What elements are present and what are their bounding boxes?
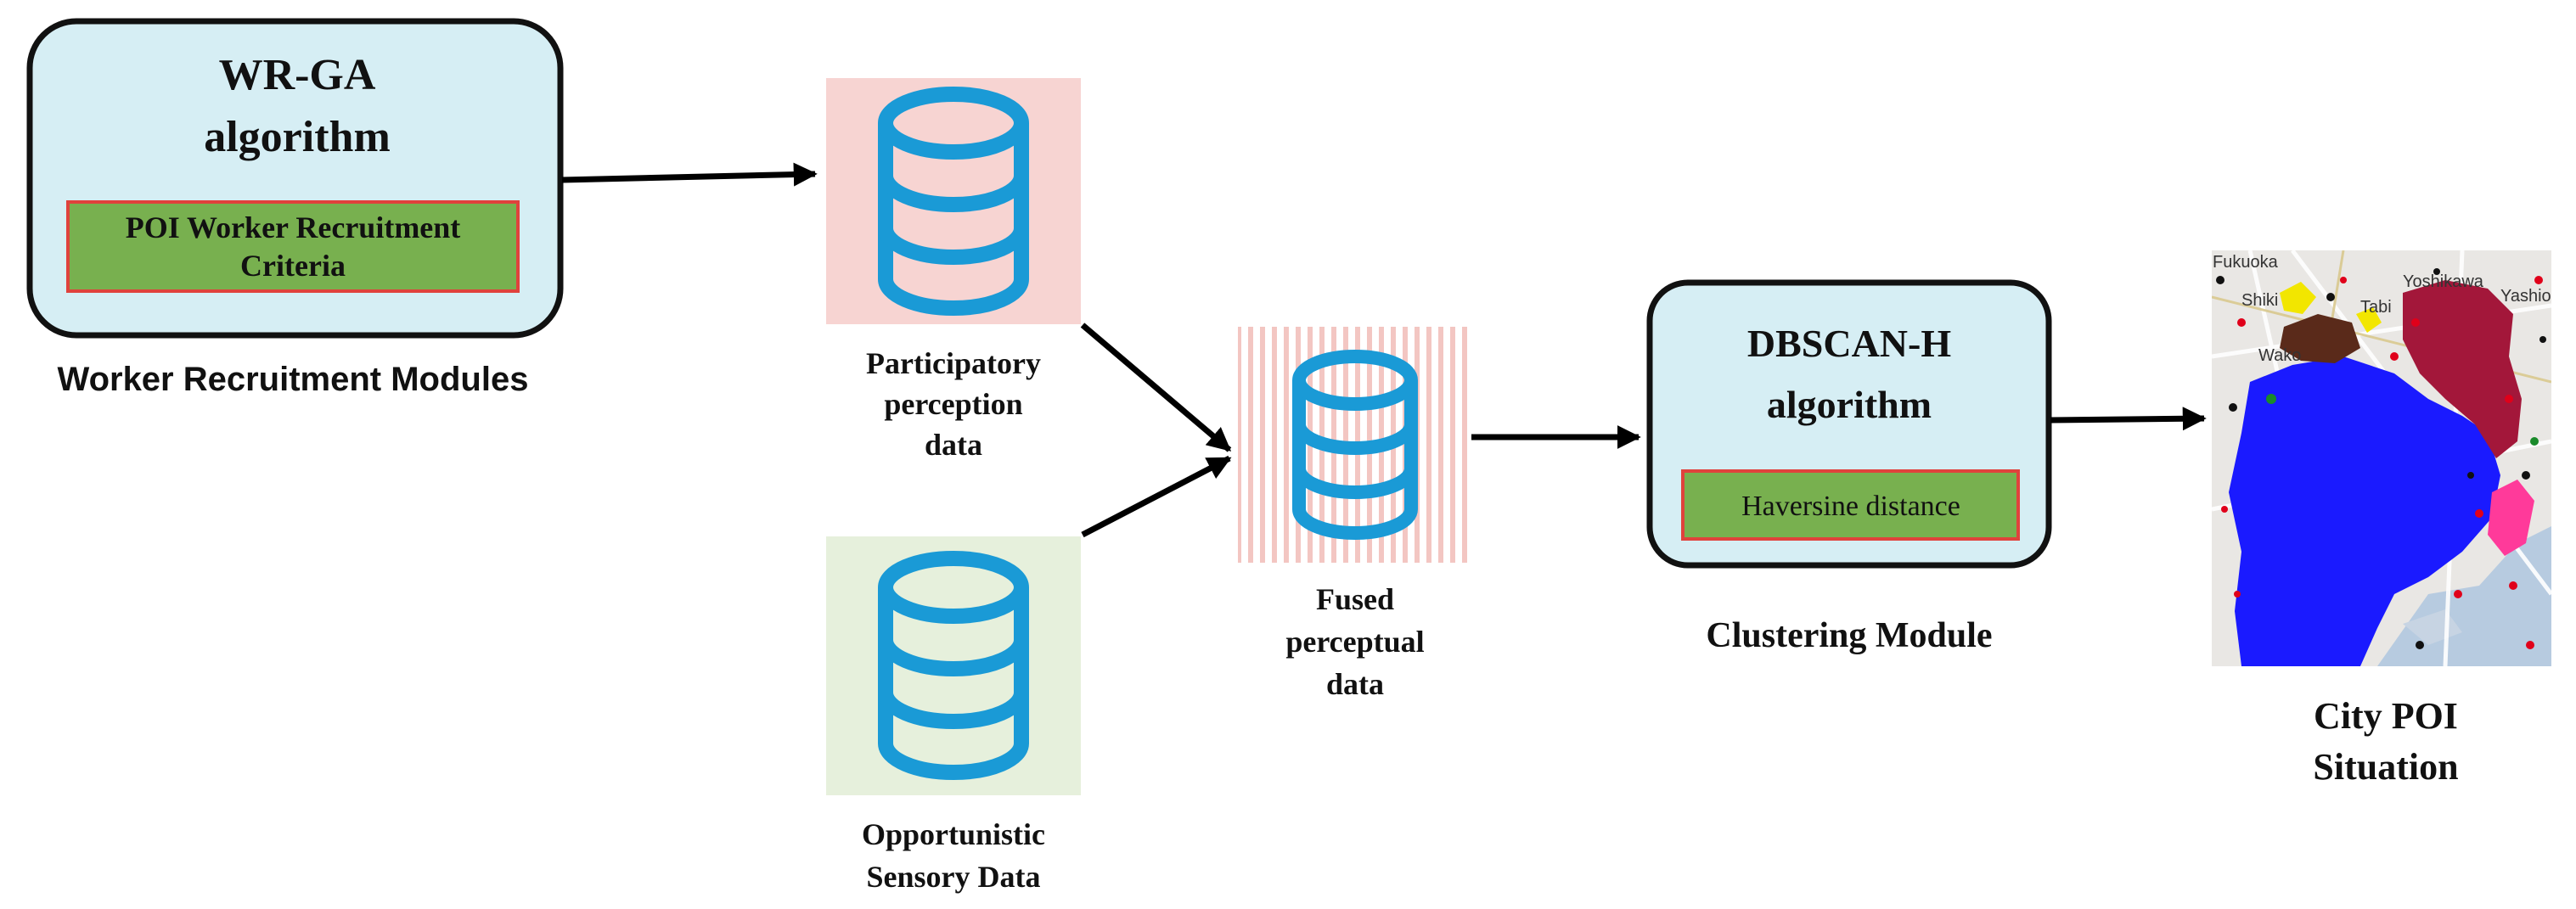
participatory-label-line3: data [925,428,982,462]
map-label-yashio: Yashio [2500,287,2551,306]
map-label-yoshikawa: Yoshikawa [2403,272,2484,291]
flow-arrows [561,162,2207,538]
clustering-module: DBSCAN-H algorithm Haversine distance Cl… [1646,279,2052,655]
arrow-icon [1080,323,1232,452]
haversine-distance-label: Haversine distance [1741,491,1960,522]
participatory-data-source: Participatory perception data [826,78,1081,462]
clustering-module-caption: Clustering Module [1706,616,1992,655]
city-poi-map: Fukuoka Yoshikawa Yashio Shiki Wako Tabi… [2212,250,2551,788]
worker-module-title-line2: algorithm [204,113,391,161]
cluster-yellow [2280,282,2316,314]
database-icon [1292,350,1418,540]
scatter-points [2216,268,2546,649]
database-icon [878,551,1029,780]
haversine-distance-box [1681,469,2020,541]
fused-label-line3: data [1326,667,1384,701]
cluster-pink [2488,480,2534,556]
arrow-icon [1081,455,1232,538]
worker-module-caption: Worker Recruitment Modules [58,361,529,398]
recruitment-criteria-box [66,200,520,293]
cluster-blue [2229,356,2500,666]
fused-label-line1: Fused [1316,582,1394,616]
map-label-wako: Wako [2258,346,2301,365]
worker-recruitment-module: WR-GA algorithm POI Worker Recruitment C… [26,18,564,398]
opportunistic-label-line2: Sensory Data [867,860,1041,894]
participatory-label-line2: perception [884,387,1022,421]
arrow-icon [2050,407,2207,431]
fused-label-line2: perceptual [1285,625,1424,659]
cluster-red [2403,280,2522,458]
opportunistic-label-line1: Opportunistic [862,817,1045,851]
recruitment-criteria-line1: POI Worker Recruitment [126,210,461,244]
map-icon: Fukuoka Yoshikawa Yashio Shiki Wako Tabi [2212,250,2551,666]
city-poi-caption-line1: City POI [2314,695,2458,737]
arrow-icon [561,162,818,187]
map-label-shiki: Shiki [2241,291,2278,310]
map-label-tabi: Tabi [2360,298,2392,317]
database-icon [878,87,1029,316]
recruitment-criteria-line2: Criteria [240,249,346,283]
participatory-label-line1: Participatory [866,346,1041,380]
cluster-brown [2280,314,2360,363]
clustering-module-title-line2: algorithm [1767,383,1932,426]
cluster-yellow-small [2356,307,2382,333]
fused-data-source: Fused perceptual data [1238,327,1471,701]
clustering-module-title-line1: DBSCAN-H [1747,322,1951,365]
city-poi-caption-line2: Situation [2313,746,2458,788]
worker-module-title-line1: WR-GA [219,51,376,99]
map-label-fukuoka: Fukuoka [2213,253,2279,272]
opportunistic-data-source: Opportunistic Sensory Data [826,536,1081,894]
